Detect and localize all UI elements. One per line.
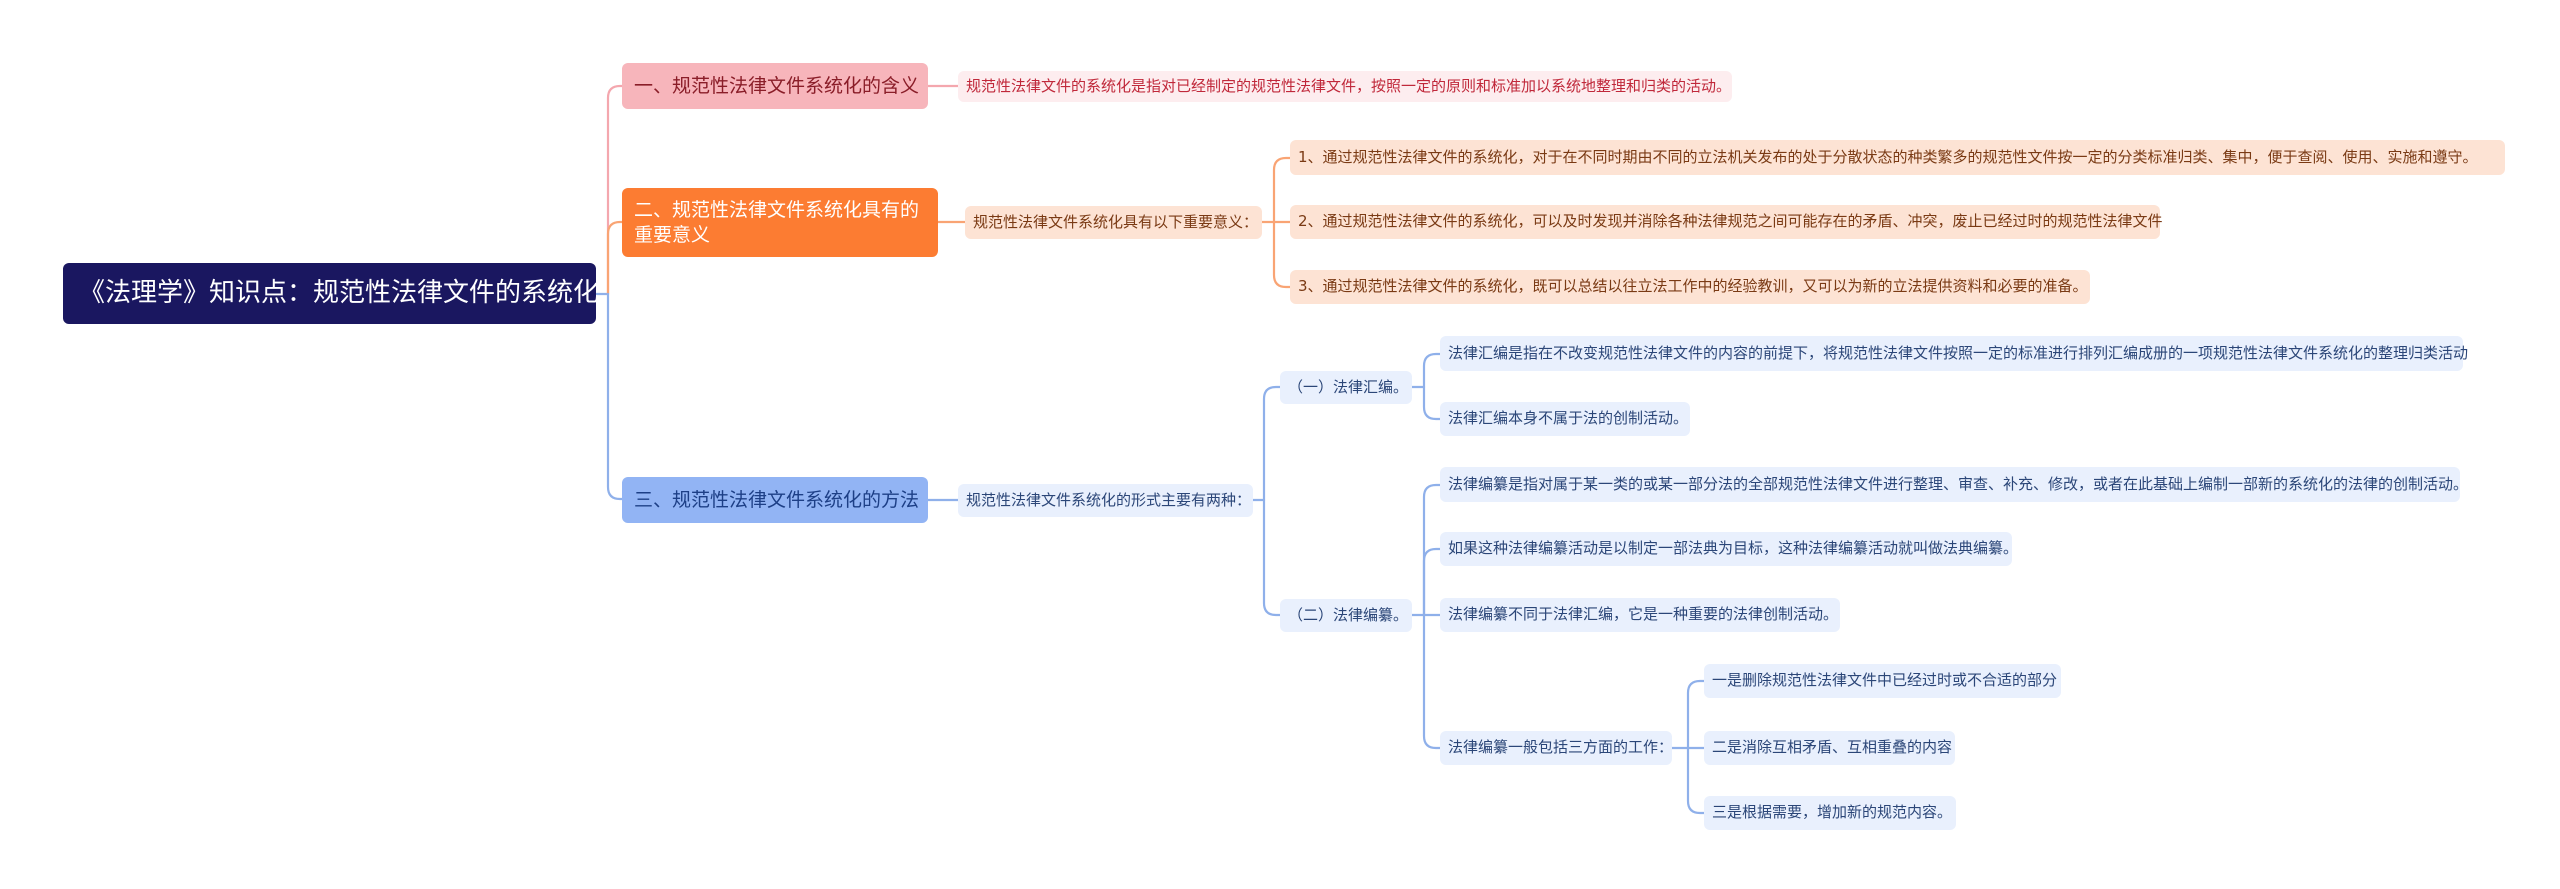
meaning-text[interactable]: 规范性法律文件的系统化是指对已经制定的规范性法律文件，按照一定的原则和标准加以系… (958, 71, 1732, 102)
significance-item-3[interactable]: 3、通过规范性法律文件的系统化，既可以总结以往立法工作中的经验教训，又可以为新的… (1290, 270, 2090, 304)
codification-item-1[interactable]: 法律编纂是指对属于某一类的或某一部分法的全部规范性法律文件进行整理、审查、补充、… (1440, 467, 2468, 502)
work-item-1[interactable]: 一是删除规范性法律文件中已经过时或不合适的部分 (1704, 664, 2061, 698)
branch-meaning[interactable]: 一、规范性法律文件系统化的含义 (622, 63, 928, 109)
branch-significance[interactable]: 二、规范性法律文件系统化具有的重要意义 (622, 188, 938, 257)
compilation-item-1[interactable]: 法律汇编是指在不改变规范性法律文件的内容的前提下，将规范性法律文件按照一定的标准… (1440, 336, 2468, 371)
methods-intro[interactable]: 规范性法律文件系统化的形式主要有两种： (958, 484, 1253, 517)
codification-item-2[interactable]: 如果这种法律编纂活动是以制定一部法典为目标，这种法律编纂活动就叫做法典编纂。 (1440, 532, 2018, 566)
method-codification[interactable]: （二）法律编纂。 (1280, 599, 1412, 632)
branch-methods[interactable]: 三、规范性法律文件系统化的方法 (622, 477, 928, 523)
significance-intro[interactable]: 规范性法律文件系统化具有以下重要意义： (965, 206, 1262, 239)
work-item-2[interactable]: 二是消除互相矛盾、互相重叠的内容 (1704, 731, 1955, 765)
work-item-3[interactable]: 三是根据需要，增加新的规范内容。 (1704, 796, 1956, 830)
root-topic[interactable]: 《法理学》知识点：规范性法律文件的系统化 (63, 263, 599, 324)
codification-work[interactable]: 法律编纂一般包括三方面的工作： (1440, 731, 1673, 765)
compilation-item-2[interactable]: 法律汇编本身不属于法的创制活动。 (1440, 402, 1690, 436)
significance-item-1[interactable]: 1、通过规范性法律文件的系统化，对于在不同时期由不同的立法机关发布的处于分散状态… (1290, 140, 2505, 175)
method-compilation[interactable]: （一）法律汇编。 (1280, 371, 1412, 404)
codification-item-3[interactable]: 法律编纂不同于法律汇编，它是一种重要的法律创制活动。 (1440, 598, 1840, 632)
significance-item-2[interactable]: 2、通过规范性法律文件的系统化，可以及时发现并消除各种法律规范之间可能存在的矛盾… (1290, 205, 2163, 239)
